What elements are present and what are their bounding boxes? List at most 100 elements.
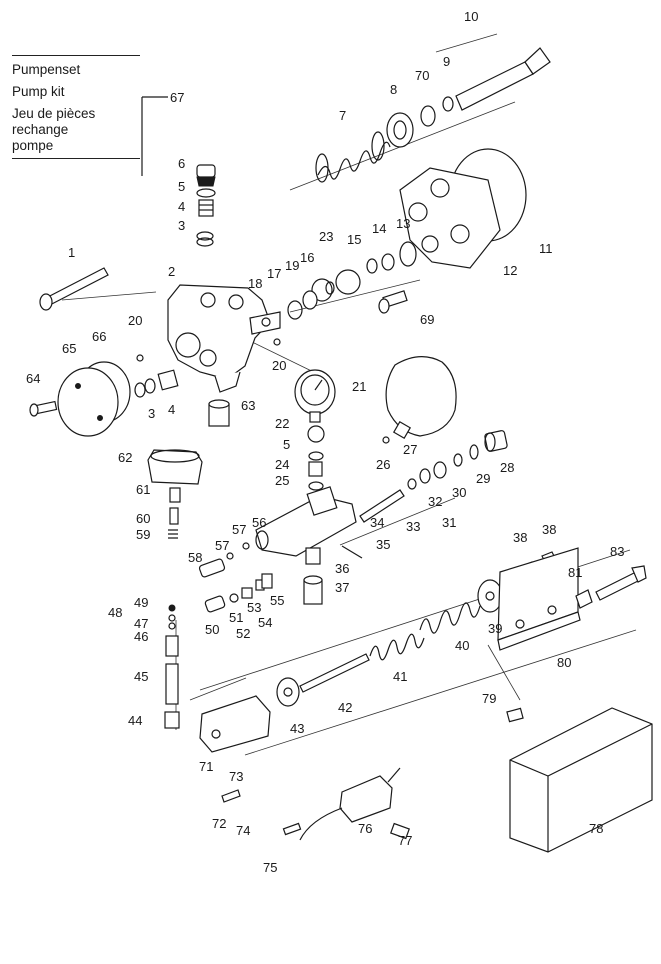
part-number-label: 72 [212,816,226,831]
part-65-cover [57,367,119,437]
part-number-label: 25 [275,473,289,488]
part-number-label: 4 [168,402,175,417]
part-number-label: 20 [272,358,286,373]
part-31-ring [433,461,447,479]
legend-top-rule [12,55,140,56]
part-48-ring [168,622,176,630]
part-50-nut [204,595,226,613]
part-20-ring-right [273,338,281,346]
part-number-label: 31 [442,515,456,530]
part-number-label: 74 [236,823,250,838]
part-number-label: 64 [26,371,40,386]
legend-line-german: Pumpenset [12,62,81,77]
part-3-o-ring [196,231,214,241]
part-1-bolt [39,267,109,311]
part-number-label: 15 [347,232,361,247]
legend-line-french-2: rechange [12,122,69,137]
part-number-label: 5 [178,179,185,194]
part-number-label: 54 [258,615,272,630]
part-59-spring [168,529,178,539]
part-29-ring [469,444,479,460]
part-74-pin [282,822,302,836]
part-number-label: 53 [247,600,261,615]
part-number-label: 13 [396,216,410,231]
part-number-label: 36 [335,561,349,576]
part-77-plug [390,822,410,840]
part-number-label: 79 [482,691,496,706]
part-number-label: 57 [232,522,246,537]
part-number-label: 59 [136,527,150,542]
part-62-cap [147,449,203,485]
part-12-seal [399,241,417,267]
part-number-label: 80 [557,655,571,670]
part-26-ring [382,436,390,444]
part-number-label: 37 [335,580,349,595]
part-number-label: 27 [403,442,417,457]
part-81-nut [575,589,593,609]
part-37-sleeve [303,575,323,605]
part-number-label: 35 [376,537,390,552]
part-number-label: 60 [136,511,150,526]
part-number-label: 71 [199,759,213,774]
legend-bottom-rule [12,158,140,159]
part-number-label: 81 [568,565,582,580]
part-number-label: 38 [513,530,527,545]
part-number-label: 20 [128,313,142,328]
part-number-label: 41 [393,669,407,684]
part-number-label: 9 [443,54,450,69]
leader-lines [61,33,637,756]
part-number-label: 75 [263,860,277,875]
part-number-label: 29 [476,471,490,486]
part-47-ring [168,614,176,622]
part-83-bolt [595,565,647,601]
part-number-label: 30 [452,485,466,500]
legend-box: Pumpenset Pump kit Jeu de pièces rechang… [12,55,140,159]
part-number-label: 12 [503,263,517,278]
part-57-ring-b [226,552,234,560]
part-number-label: 77 [398,833,412,848]
part-78-cover [509,707,653,853]
part-number-label: 33 [406,519,420,534]
part-number-label: 1 [68,245,75,260]
part-5-o-ring [196,188,216,198]
part-54-pin [261,573,273,589]
part-number-label: 42 [338,700,352,715]
legend-line-english: Pump kit [12,84,65,99]
part-number-label: 3 [148,406,155,421]
part-18-ring [287,300,303,320]
part-number-label: 48 [108,605,122,620]
part-27-accumulator [385,356,457,440]
part-17-ring [302,290,318,310]
part-6-plug [196,164,216,187]
part-16-ring [311,278,333,302]
part-46-fitting [165,635,179,657]
part-64-screw [29,400,58,417]
part-number-label: 7 [339,108,346,123]
part-number-label: 55 [270,593,284,608]
part-58-fitting [198,558,226,578]
part-number-label: 58 [188,550,202,565]
part-number-label: 44 [128,713,142,728]
part-number-label: 49 [134,595,148,610]
part-11-housing [399,148,527,269]
part-number-label: 14 [372,221,386,236]
legend-callout-67: 67 [141,90,184,176]
part-number-label: 47 [134,616,148,631]
part-42-rod [299,653,370,693]
part-number-label: 65 [62,341,76,356]
part-number-label: 5 [283,437,290,452]
legend-line-french-1: Jeu de pièces [12,106,96,121]
part-number-label: 21 [352,379,366,394]
part-56-valve-block [255,486,357,557]
part-number-label: 19 [285,258,299,273]
part-number-label: 10 [464,9,478,24]
part-32-ring [419,468,431,484]
part-5-o-ring-b [308,451,324,461]
part-28-fitting [484,430,508,452]
part-number-label: 16 [300,250,314,265]
part-76-switch [299,767,401,841]
part-number-label: 63 [241,398,255,413]
part-79-clip [506,707,524,723]
part-number-label: 3 [178,218,185,233]
